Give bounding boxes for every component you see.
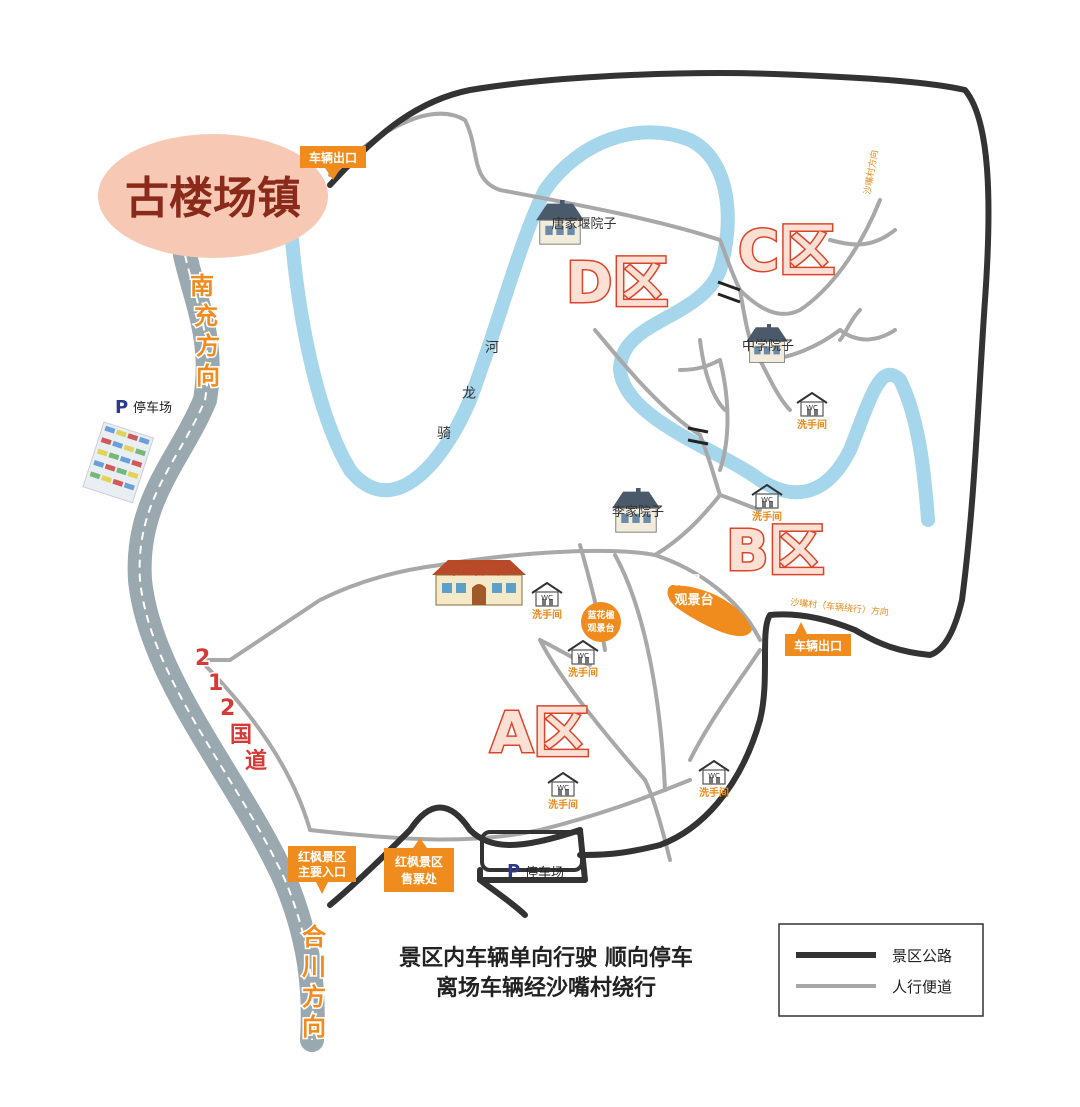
svg-text:川: 川 xyxy=(302,953,326,981)
svg-text:车辆出口: 车辆出口 xyxy=(794,638,842,653)
poi-li-courtyard: 李家院子 xyxy=(611,488,664,533)
svg-text:景区管理处: 景区管理处 xyxy=(449,562,510,577)
svg-text:洗手间: 洗手间 xyxy=(532,608,562,621)
west-parking-p: P xyxy=(115,397,128,418)
svg-text:方: 方 xyxy=(302,983,326,1011)
svg-text:WC: WC xyxy=(577,652,589,660)
south-parking-label: 停车场 xyxy=(525,865,564,881)
legend-road-label: 景区公路 xyxy=(892,947,952,965)
svg-text:2: 2 xyxy=(220,696,235,721)
svg-text:龙: 龙 xyxy=(462,386,476,402)
river xyxy=(285,125,935,527)
svg-text:李家院子: 李家院子 xyxy=(612,504,664,520)
zone-a: A区 xyxy=(490,701,589,766)
svg-text:合: 合 xyxy=(302,923,327,951)
svg-text:红枫: 红枫 xyxy=(675,573,701,589)
highway-212-centerline xyxy=(138,254,314,1041)
svg-text:洗手间: 洗手间 xyxy=(568,666,598,679)
town-ellipse xyxy=(98,134,328,258)
svg-text:观景台: 观景台 xyxy=(587,622,614,634)
scenic-road xyxy=(327,70,992,918)
svg-text:1: 1 xyxy=(208,671,223,696)
restroom: WC 洗手间 xyxy=(531,582,563,621)
svg-text:红枫景区: 红枫景区 xyxy=(298,849,346,864)
highway-212 xyxy=(127,243,325,1052)
restroom: WC 洗手间 xyxy=(751,484,783,523)
south-parking-lot xyxy=(480,830,584,872)
highway-212-label: 2 1 2 国 道 xyxy=(194,645,269,776)
restroom: WC 洗手间 xyxy=(796,392,828,431)
svg-text:红枫景区: 红枫景区 xyxy=(395,854,443,869)
blue-jacaranda-viewpoint: 蓝花楹 观景台 xyxy=(581,602,621,642)
river-name: 河 龙 骑 xyxy=(437,340,499,442)
svg-text:洗手间: 洗手间 xyxy=(797,418,827,431)
svg-text:主要入口: 主要入口 xyxy=(298,864,346,879)
svg-text:充: 充 xyxy=(194,302,218,330)
svg-text:洗手间: 洗手间 xyxy=(548,798,578,811)
legend-path-label: 人行便道 xyxy=(892,978,952,996)
ticket-office-tag: 红枫景区 售票处 xyxy=(384,838,454,892)
svg-text:2: 2 xyxy=(195,646,210,671)
svg-text:中学院子: 中学院子 xyxy=(742,338,794,354)
svg-text:向: 向 xyxy=(302,1013,326,1041)
parked-cars xyxy=(82,421,155,504)
svg-text:洗手间: 洗手间 xyxy=(699,786,729,799)
poi-tang-courtyard: 唐家堰院子 xyxy=(535,200,617,245)
svg-text:国: 国 xyxy=(230,723,252,748)
svg-text:售票处: 售票处 xyxy=(401,871,438,886)
zone-b: B区 xyxy=(726,519,825,584)
svg-text:车辆出口: 车辆出口 xyxy=(309,150,357,165)
svg-text:向: 向 xyxy=(196,362,220,390)
notice-line-1: 景区内车辆单向行驶 顺向停车 xyxy=(399,945,693,971)
svg-text:WC: WC xyxy=(557,784,569,792)
svg-text:方: 方 xyxy=(196,332,220,360)
svg-text:骑: 骑 xyxy=(437,426,451,442)
legend: 景区公路 人行便道 xyxy=(778,923,984,1017)
svg-text:观景台: 观景台 xyxy=(674,592,713,608)
south-direction-label: 合 川 方 向 xyxy=(301,922,329,1043)
svg-text:道: 道 xyxy=(245,748,267,774)
exit-tag-north: 车辆出口 xyxy=(300,146,366,180)
svg-text:洗手间: 洗手间 xyxy=(752,510,782,523)
svg-text:WC: WC xyxy=(761,496,773,504)
poi-service-center: 景区管理处 xyxy=(432,560,526,606)
west-parking: P 停车场 xyxy=(82,397,172,504)
svg-text:WC: WC xyxy=(708,772,720,780)
poi-zhongxue-courtyard: 中学院子 xyxy=(742,324,794,363)
town-name: 古楼场镇 xyxy=(125,173,301,224)
bridges xyxy=(687,280,741,446)
zone-d: D区 xyxy=(566,251,668,316)
south-parking-p: P xyxy=(507,861,520,882)
restroom: WC 洗手间 xyxy=(547,772,579,811)
red-maple-viewpoint: 红枫 观景台 xyxy=(667,573,752,637)
west-parking-label: 停车场 xyxy=(133,400,172,416)
svg-text:WC: WC xyxy=(806,404,818,412)
svg-text:河: 河 xyxy=(485,340,499,356)
main-entrance-tag: 红枫景区 主要入口 xyxy=(288,846,356,894)
svg-text:WC: WC xyxy=(541,594,553,602)
notice-line-2: 离场车辆经沙嘴村绕行 xyxy=(436,975,656,1001)
north-direction-label: 南 充 方 向 xyxy=(189,271,222,392)
zone-c: C区 xyxy=(738,219,835,284)
shazui-direction-label: 沙嘴村方向 xyxy=(861,149,881,195)
restroom: WC 洗手间 xyxy=(567,640,599,679)
svg-text:蓝花楹: 蓝花楹 xyxy=(587,609,614,621)
svg-text:唐家堰院子: 唐家堰院子 xyxy=(551,216,616,232)
restroom: WC 洗手间 xyxy=(698,760,730,799)
exit-tag-east: 车辆出口 xyxy=(785,622,851,656)
svg-text:南: 南 xyxy=(190,272,214,300)
